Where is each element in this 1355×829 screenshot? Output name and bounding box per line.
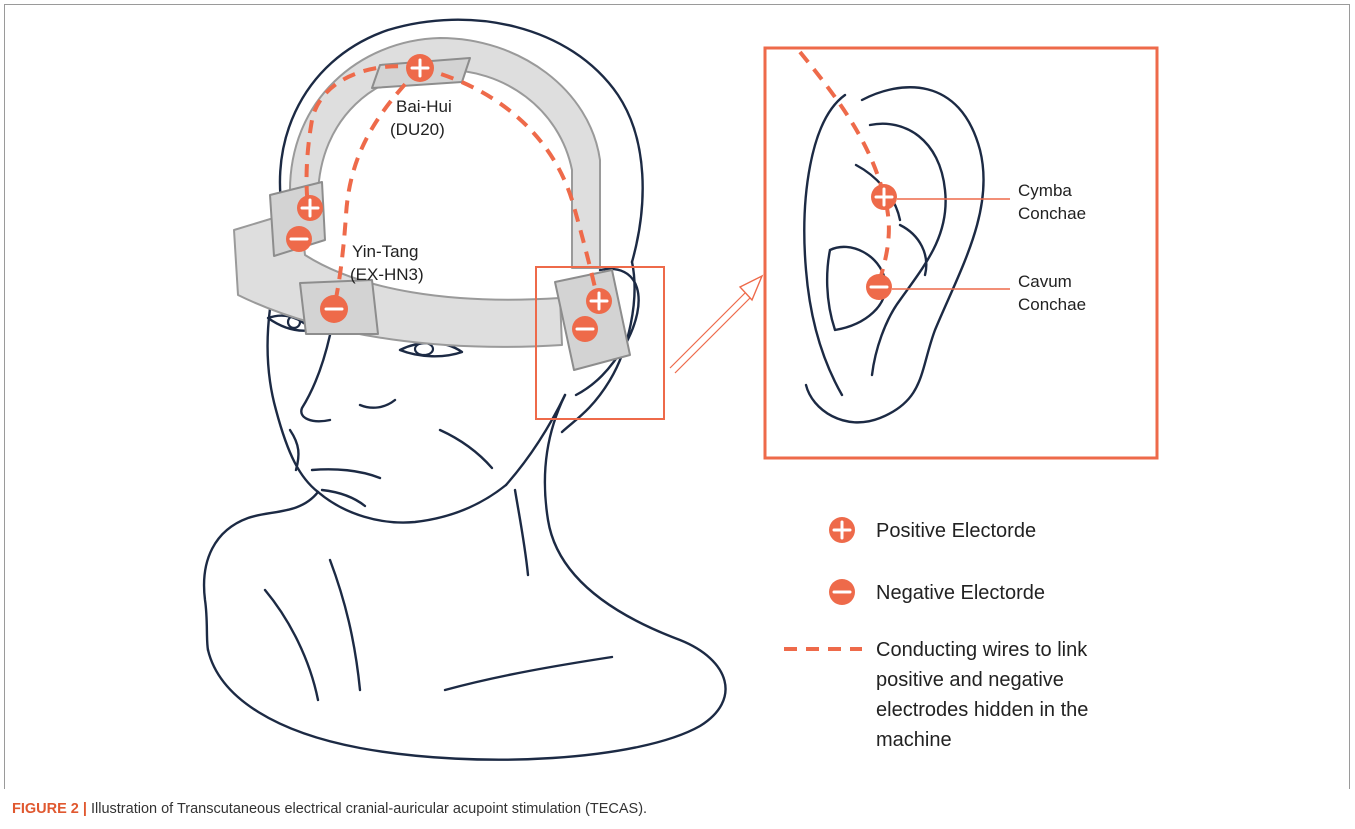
electrode-cavum-negative bbox=[866, 274, 892, 300]
figure-caption-text: Illustration of Transcutaneous electrica… bbox=[87, 801, 647, 817]
electrode-baihui-positive bbox=[406, 54, 434, 82]
legend-positive-icon bbox=[829, 517, 855, 543]
legend: Positive Electorde Negative Electorde Co… bbox=[784, 517, 1088, 751]
electrode-side-positive bbox=[297, 195, 323, 221]
figure-caption: FIGURE 2 | Illustration of Transcutaneou… bbox=[12, 801, 647, 817]
baihui-code-label: (DU20) bbox=[390, 120, 445, 139]
cymba-conchae-label: Conchae bbox=[1018, 204, 1086, 223]
legend-wires-label-4: machine bbox=[876, 729, 952, 751]
legend-negative-icon bbox=[829, 579, 855, 605]
headband bbox=[234, 38, 630, 370]
conducting-wire-ear bbox=[800, 52, 889, 286]
legend-wires-label-3: electrodes hidden in the bbox=[876, 699, 1088, 721]
electrode-cymba-positive bbox=[871, 184, 897, 210]
yintang-code-label: (EX-HN3) bbox=[350, 265, 424, 284]
cymba-label: Cymba bbox=[1018, 181, 1072, 200]
cavum-conchae-label: Conchae bbox=[1018, 295, 1086, 314]
legend-wires-label-2: positive and negative bbox=[876, 669, 1064, 691]
cavum-label: Cavum bbox=[1018, 272, 1072, 291]
zoom-arrow bbox=[670, 276, 762, 373]
head-drawing bbox=[204, 20, 725, 760]
legend-positive-label: Positive Electorde bbox=[876, 520, 1036, 542]
electrode-ear-negative bbox=[572, 316, 598, 342]
electrode-side-negative bbox=[286, 226, 312, 252]
ear-drawing bbox=[804, 87, 983, 422]
legend-negative-label: Negative Electorde bbox=[876, 582, 1045, 604]
figure-number: FIGURE 2 | bbox=[12, 801, 87, 817]
electrode-ear-positive bbox=[586, 288, 612, 314]
baihui-label: Bai-Hui bbox=[396, 97, 452, 116]
legend-wires-label-1: Conducting wires to link bbox=[876, 639, 1088, 661]
electrode-yintang-negative bbox=[320, 295, 348, 323]
yintang-label: Yin-Tang bbox=[352, 242, 418, 261]
